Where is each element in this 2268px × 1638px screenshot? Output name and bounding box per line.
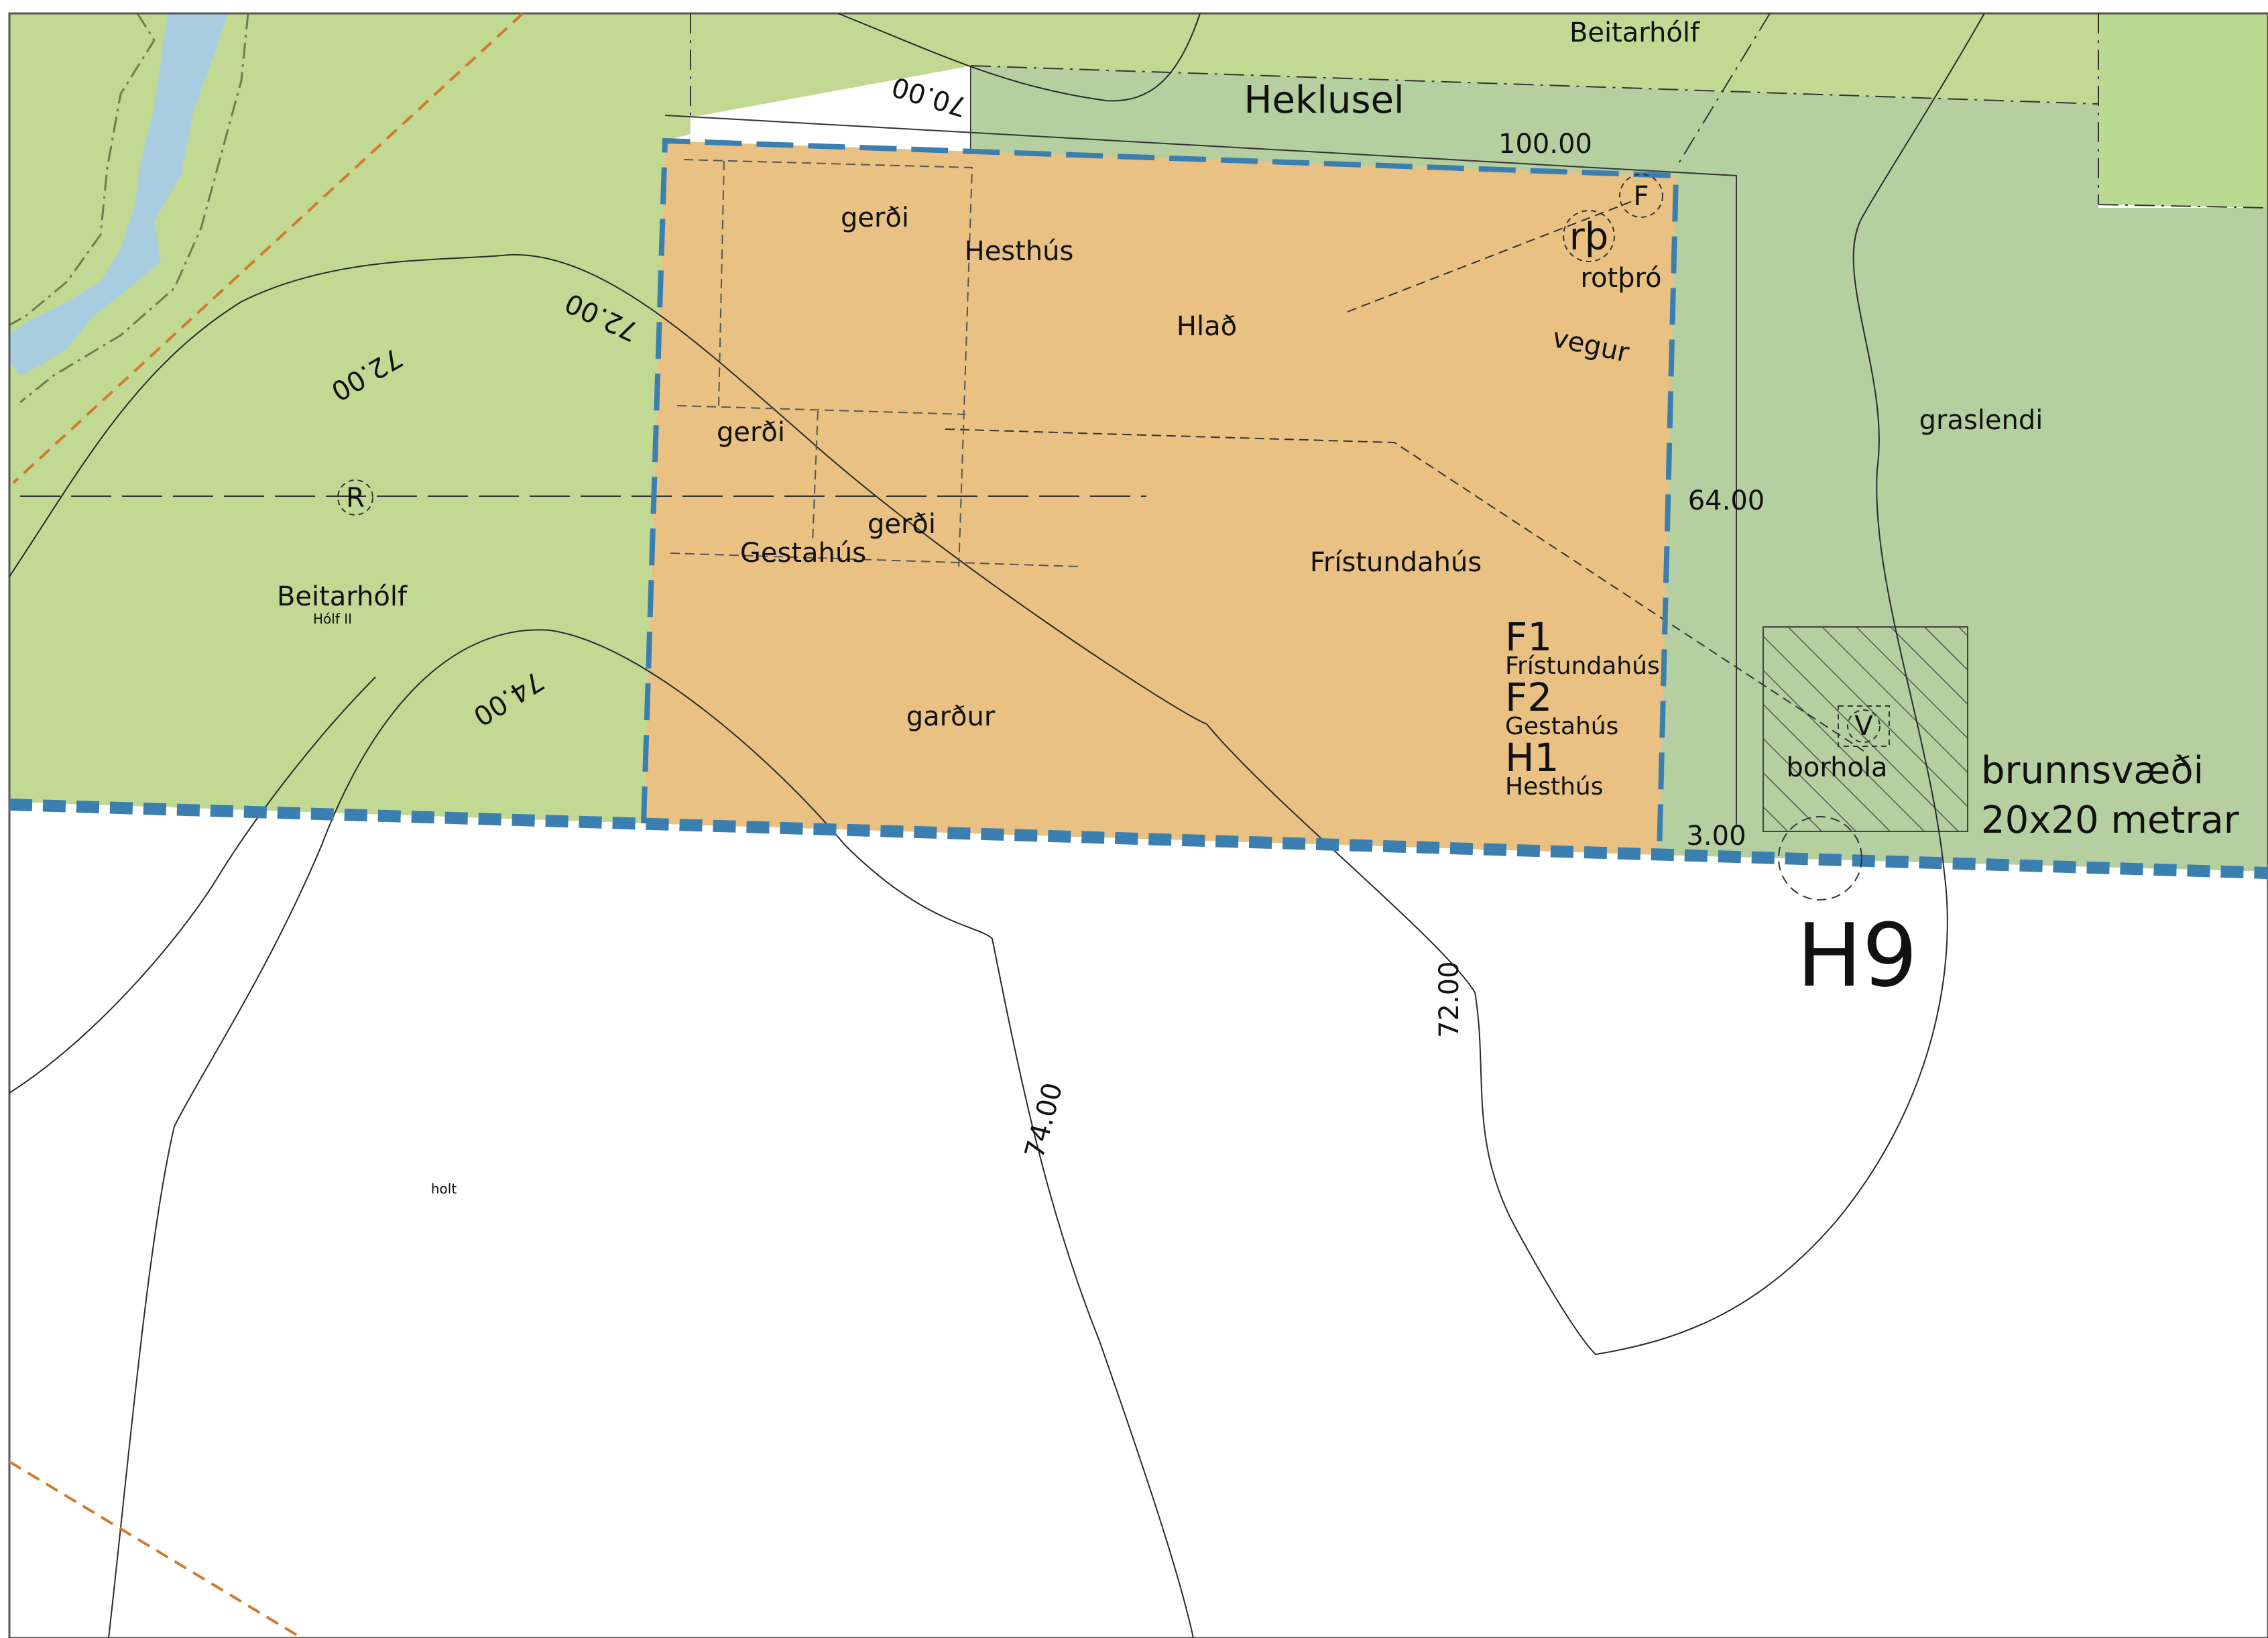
gerdi-label: gerði (717, 417, 785, 448)
stream-bank-east (19, 13, 249, 404)
legend-name: Gestahús (1505, 713, 1618, 740)
beitarholf-top-label: Beitarhólf (1569, 17, 1700, 48)
building-legend: F1 Frístundahús F2 Gestahús H1 Hesthús (1505, 614, 1660, 801)
plot-area (644, 141, 1676, 855)
heklusel-label: Heklusel (1244, 78, 1404, 122)
legend-code: F2 (1505, 675, 1552, 720)
stream (9, 13, 228, 375)
contour-line (108, 629, 1194, 1638)
dimension-100: 100.00 (1498, 129, 1592, 160)
zoning-boundary (9, 799, 2268, 879)
fristundahus-label: Frístundahús (1310, 547, 1482, 578)
property-line (1675, 13, 1771, 168)
legend-name: Hesthús (1505, 773, 1603, 801)
h9-label: H9 (1797, 904, 1917, 1006)
rotthro-label: rotþró (1580, 263, 1661, 294)
dimension-frame (664, 115, 1737, 825)
light-green-corner (2098, 13, 2268, 208)
contour-line (9, 677, 376, 1094)
holt-label: holt (431, 1181, 457, 1197)
v-marker-circle (1847, 709, 1881, 743)
beitarholf-left-label: Beitarhólf (277, 581, 408, 612)
stream-bank (9, 13, 156, 327)
holf-ii-label: Hólf II (313, 611, 352, 627)
property-line (2098, 204, 2268, 209)
rth-marker: rþ (1569, 215, 1609, 259)
dimension-64: 64.00 (1688, 485, 1765, 516)
contour-line (837, 13, 1201, 102)
brunnsvaedi-label: brunnsvæði (1981, 749, 2204, 793)
gerdi-label: gerði (868, 509, 936, 540)
road-line (12, 12, 524, 484)
pipe-line (945, 428, 1864, 752)
v-marker-box (1838, 705, 1890, 747)
contour-label: 72.00 (1434, 961, 1465, 1038)
hesthus-label: Hesthús (965, 236, 1074, 267)
r-marker: R (346, 483, 365, 514)
gerdi-label: gerði (841, 202, 909, 233)
legend-code: H1 (1505, 735, 1559, 780)
brunnsvaedi-size-label: 20x20 metrar (1981, 799, 2240, 842)
borhola-label: borhola (1786, 752, 1887, 783)
gardur-label: garður (906, 701, 996, 732)
graslendi-label: graslendi (1919, 405, 2043, 436)
contour-line (9, 13, 1985, 1356)
grazing-area-left (9, 13, 691, 823)
rth-marker-circle (1563, 210, 1615, 262)
subdivisions (670, 159, 1080, 571)
pipe-line (1347, 200, 1633, 312)
f-marker: F (1633, 181, 1649, 212)
legend-name: Frístundahús (1505, 652, 1660, 680)
gestahus-label: Gestahús (740, 538, 866, 569)
r-marker-circle (337, 479, 373, 516)
dimension-3: 3.00 (1686, 821, 1746, 852)
map-frame (8, 12, 2268, 1638)
property-line (970, 65, 2099, 105)
road-line (8, 1460, 303, 1638)
h9-marker-circle (1778, 816, 1862, 900)
hlad-label: Hlað (1177, 311, 1237, 342)
f-marker-circle (1619, 174, 1663, 218)
v-marker: V (1854, 711, 1873, 742)
plot-boundary (641, 137, 1679, 856)
legend-code: F1 (1505, 614, 1552, 660)
